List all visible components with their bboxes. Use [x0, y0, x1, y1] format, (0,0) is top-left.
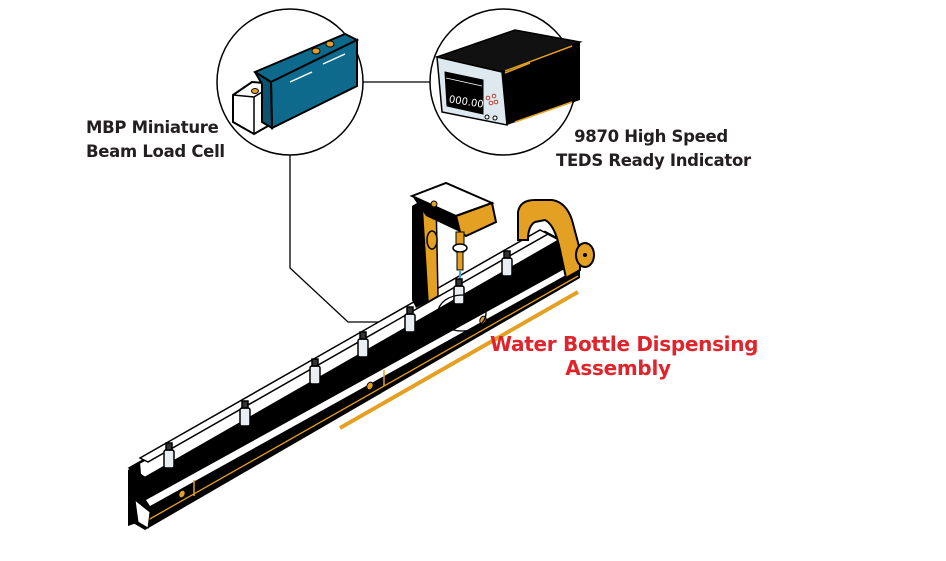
indicator-readout: 000.00: [448, 94, 484, 110]
conveyor-assembly-icon: [127, 181, 595, 530]
assembly-label: Water Bottle Dispensing Assembly: [490, 332, 759, 380]
indicator-label: 9870 High Speed TEDS Ready Indicator: [556, 125, 751, 173]
bottles: [163, 250, 513, 469]
indicator-label-line-1: 9870 High Speed: [574, 127, 728, 146]
bottle: [404, 306, 416, 333]
bottle: [357, 331, 369, 358]
digital-indicator-icon: 000.00: [434, 29, 583, 126]
indicator-buttons: [485, 93, 499, 106]
bottle: [163, 442, 175, 469]
bottle: [239, 400, 251, 427]
indicator-display: [444, 71, 484, 115]
load-cell-label: MBP Miniature Beam Load Cell: [86, 116, 225, 164]
indicator-label-line-2: TEDS Ready Indicator: [556, 151, 751, 170]
beam-load-cell-icon: [232, 32, 360, 136]
load-cell-location-marker: [437, 294, 487, 332]
bottle: [309, 358, 321, 385]
load-cell-label-line-2: Beam Load Cell: [86, 142, 225, 161]
load-cell-label-line-1: MBP Miniature: [86, 118, 219, 137]
assembly-label-line-2: Assembly: [565, 356, 671, 380]
bottle: [501, 250, 513, 277]
assembly-label-line-1: Water Bottle Dispensing: [490, 332, 759, 356]
bottle: [453, 278, 465, 305]
